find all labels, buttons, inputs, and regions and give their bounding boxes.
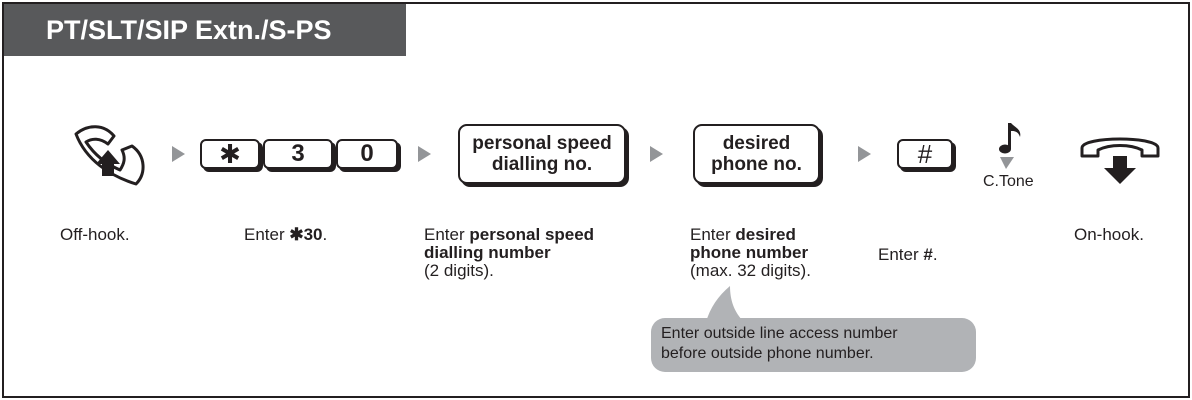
step-arrow-icon [418, 146, 431, 162]
enter-desired-number-label: Enter desired phone number (max. 32 digi… [690, 226, 811, 280]
callout-note: Enter outside line access number before … [651, 318, 976, 372]
callout-line: Enter outside line access number [661, 325, 898, 342]
step-arrow-icon [858, 146, 871, 162]
label-text: Enter [878, 245, 924, 264]
label-bold: dialling number [424, 243, 551, 262]
hash-symbol: # [923, 245, 933, 264]
star-key: ✱ [200, 139, 260, 169]
header-title: PT/SLT/SIP Extn./S-PS [4, 4, 406, 56]
box-line: dialling no. [491, 154, 593, 175]
music-note-tone-icon [999, 123, 1021, 169]
label-bold: personal speed [469, 225, 595, 244]
label-bold: phone number [690, 243, 809, 262]
enter-feature-code-label: Enter ✱30. [244, 226, 327, 244]
enter-speed-dial-label: Enter personal speed dialling number (2 … [424, 226, 594, 280]
label-text: . [932, 245, 938, 264]
callout-line: before outside phone number. [661, 345, 874, 362]
handset-on-hook-icon [1080, 137, 1160, 184]
personal-speed-dialling-box: personal speed dialling no. [458, 124, 626, 184]
label-text: . [322, 225, 328, 244]
enter-hash-label: Enter #. [878, 246, 938, 264]
label-text: Enter [690, 225, 736, 244]
feature-code: ✱30 [289, 225, 323, 244]
tone-label: C.Tone [983, 173, 1034, 190]
box-line: phone no. [711, 154, 802, 175]
label-detail: (max. 32 digits). [690, 261, 811, 280]
callout-pointer [706, 286, 744, 322]
on-hook-label: On-hook. [1074, 225, 1144, 244]
label-text: Enter [244, 225, 290, 244]
label-text: Enter [424, 225, 470, 244]
label-bold: desired [735, 225, 796, 244]
box-line: desired [722, 133, 791, 154]
hash-key: # [897, 139, 953, 169]
step-arrow-icon [650, 146, 663, 162]
off-hook-label: Off-hook. [60, 225, 130, 244]
desired-phone-number-box: desired phone no. [693, 124, 820, 184]
handset-off-hook-icon [74, 125, 145, 186]
key-3: 3 [263, 139, 333, 169]
box-line: personal speed [472, 133, 612, 154]
key-0: 0 [336, 139, 398, 169]
step-arrow-icon [172, 146, 185, 162]
label-detail: (2 digits). [424, 261, 494, 280]
